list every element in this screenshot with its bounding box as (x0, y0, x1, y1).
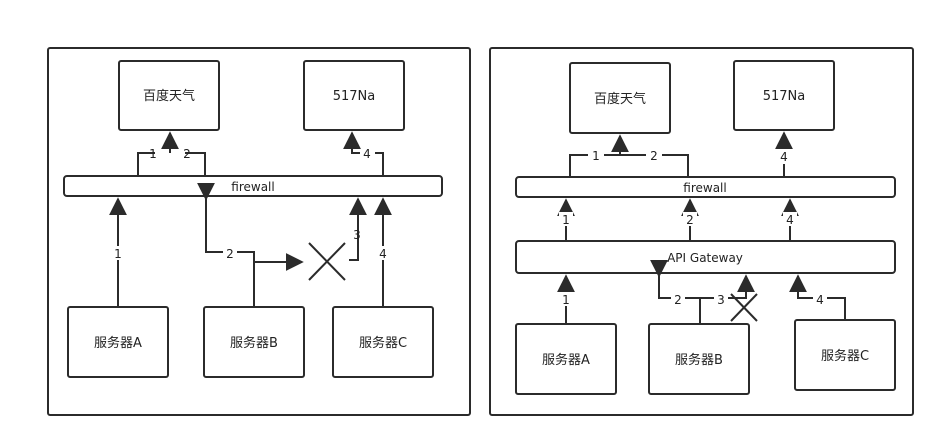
right-path-label: 4 (816, 293, 824, 307)
right-connector-fw-baidu-2 (662, 154, 689, 177)
label-mask (559, 292, 573, 306)
right-blocked-cross-mark (730, 293, 758, 322)
left-firewall-bar (63, 175, 443, 197)
right-server-label-a: 服务器A (542, 352, 590, 368)
left-connector-fw-baidu-2 (185, 152, 206, 176)
right-service-label-517na: 517Na (763, 89, 806, 104)
right-path-label: 3 (717, 293, 725, 307)
left-path-label: 4 (363, 147, 371, 161)
label-mask (813, 292, 827, 306)
right-path-label: 4 (780, 150, 788, 164)
label-mask (671, 292, 685, 306)
label-mask (376, 246, 390, 260)
left-path-label: 2 (226, 247, 234, 261)
label-mask (783, 212, 797, 226)
left-server-label-a: 服务器A (94, 335, 142, 351)
right-firewall-label: firewall (683, 181, 726, 195)
left-arrow-to-517na (343, 131, 361, 154)
right-service-label-baidu: 百度天气 (594, 91, 646, 107)
left-service-label-517na: 517Na (333, 89, 376, 104)
left-panel: 百度天气 517Na firewall 服务器A 服务器B 服务器C 1 2 4… (47, 47, 471, 416)
right-path-label: 1 (562, 213, 570, 227)
label-mask (714, 292, 728, 306)
label-mask (223, 246, 237, 260)
right-service-box-517na (733, 60, 835, 131)
left-path-label: 4 (379, 247, 387, 261)
right-path-label: 2 (650, 149, 658, 163)
right-server-label-c: 服务器C (821, 348, 869, 364)
right-path-label: 1 (592, 149, 600, 163)
right-path-label: 4 (786, 213, 794, 227)
left-arrow-path-3 (349, 197, 367, 261)
right-connector-fw-baidu-1 (569, 154, 588, 177)
right-service-box-baidu (569, 62, 671, 134)
right-panel: 百度天气 517Na firewall API Gateway 服务器A 服务器… (489, 47, 914, 416)
label-mask (683, 212, 697, 226)
right-firewall-bar (515, 176, 896, 198)
right-path-label: 2 (686, 213, 694, 227)
left-service-label-baidu: 百度天气 (143, 88, 195, 104)
label-mask (111, 246, 125, 260)
left-path-label: 1 (114, 247, 122, 261)
left-service-box-baidu (118, 60, 220, 131)
label-mask (559, 212, 573, 226)
left-connector-fw-baidu-1 (137, 152, 155, 176)
left-server-label-b: 服务器B (230, 335, 278, 351)
left-firewall-label: firewall (231, 180, 274, 194)
right-path-label: 2 (674, 293, 682, 307)
left-path-label: 3 (353, 228, 361, 242)
right-api-gateway-label: API Gateway (667, 251, 743, 265)
left-connector-fw-517na (375, 152, 384, 176)
left-server-label-c: 服务器C (359, 335, 407, 351)
right-api-gateway-bar (515, 240, 896, 274)
left-path-label: 2 (183, 147, 191, 161)
right-server-label-b: 服务器B (675, 352, 723, 368)
right-path-label: 1 (562, 293, 570, 307)
left-service-box-517na (303, 60, 405, 131)
left-path-label: 1 (149, 147, 157, 161)
left-blocked-cross-mark (308, 242, 346, 281)
